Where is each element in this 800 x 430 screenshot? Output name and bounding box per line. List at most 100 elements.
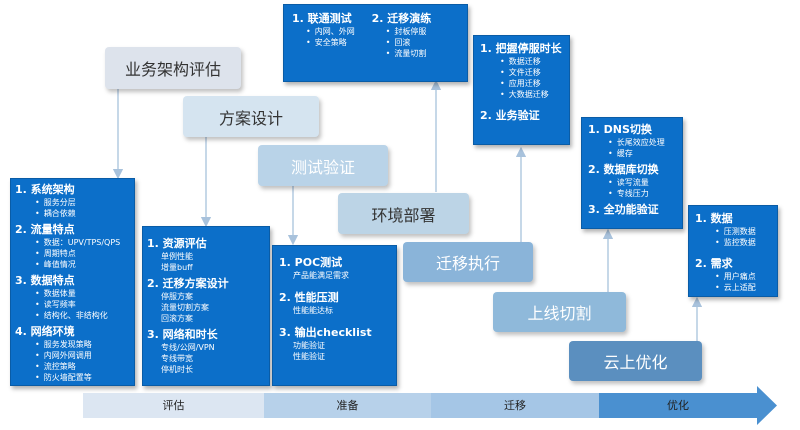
group-item: 读写频率 [15, 299, 130, 310]
phase-label-migrate: 迁移 [504, 399, 526, 412]
list-item: 回滚 [372, 37, 459, 48]
group-list: 1. DNS切换长尾效应处理缓存2. 数据库切换读写流量专线压力3. 全功能验证 [588, 122, 676, 217]
phase-label-assess: 评估 [162, 399, 185, 412]
group: 4. 网络环境服务发现策略内网外网调用流控策略防火墙配置等 [15, 324, 130, 383]
stage-migration-execution: 迁移执行 [403, 242, 533, 282]
deploy-details-box: 1. 联通测试 内网、外网安全策略 2. 迁移演练 封板停服回滚流量切割 [283, 4, 468, 82]
group-item: 应用迁移 [480, 78, 563, 89]
list-item: 安全策略 [292, 37, 372, 48]
group: 1. POC测试产品能满足需求 [279, 255, 390, 281]
stage-label: 云上优化 [603, 353, 668, 372]
list-item: 封板停服 [372, 26, 459, 37]
group-title: 3. 输出checklist [279, 326, 372, 339]
group-title: 1. POC测试 [279, 256, 343, 269]
deploy-col-1: 1. 联通测试 内网、外网安全策略 [292, 11, 372, 75]
stage-business-assessment: 业务架构评估 [105, 47, 241, 89]
group: 2. 迁移方案设计停服方案流量切割方案回滚方案 [147, 276, 265, 324]
group-item: 耦合依赖 [15, 208, 130, 219]
group-title: 3. 网络和时长 [147, 328, 218, 341]
deploy-col-2: 2. 迁移演练 封板停服回滚流量切割 [372, 11, 459, 75]
group-item: 内网外网调用 [15, 350, 130, 361]
group-item: 数据体量 [15, 288, 130, 299]
group-item: 服务分层 [15, 197, 130, 208]
group-list: 1. 数据压测数据监控数据 2. 需求用户痛点云上适配 [695, 211, 771, 293]
group-title: 3. 数据特点 [15, 274, 75, 287]
group-title: 2. 迁移演练 [371, 12, 432, 25]
group-title: 1. 把握停服时长 [480, 42, 562, 55]
group-item: 功能验证 [293, 341, 325, 350]
group-title: 2. 业务验证 [480, 109, 540, 122]
group-item: 周期特点 [15, 248, 130, 259]
group-item: 数据：UPV/TPS/QPS [15, 237, 130, 248]
group-item: 专线压力 [588, 188, 676, 199]
group-item: 停服方案 [161, 292, 193, 301]
group: 1. 数据压测数据监控数据 [695, 211, 771, 248]
stage-environment-deploy: 环境部署 [338, 193, 469, 234]
group-item: 监控数据 [695, 237, 771, 248]
group-item: 单例性能 [161, 252, 193, 261]
phase-label-optimize: 优化 [667, 399, 689, 412]
group: 2. 需求用户痛点云上适配 [695, 256, 771, 293]
group-title: 4. 网络环境 [15, 325, 75, 338]
phase-label-prepare: 准备 [336, 399, 359, 412]
group-item: 专线带宽 [161, 354, 193, 363]
group-item: 结构化、非结构化 [15, 310, 130, 321]
group: 2. 数据库切换读写流量专线压力 [588, 162, 676, 199]
group-title: 2. 需求 [695, 257, 733, 270]
cutover-details-box: 1. DNS切换长尾效应处理缓存2. 数据库切换读写流量专线压力3. 全功能验证 [581, 117, 683, 229]
group: 2. 业务验证 [480, 108, 563, 123]
stage-test-verification: 测试验证 [258, 145, 388, 186]
group-title: 1. 数据 [695, 212, 733, 225]
group-item: 性能验证 [293, 352, 325, 361]
group-title: 1. 联通测试 [292, 12, 352, 25]
group: 3. 输出checklist 功能验证性能验证 [279, 325, 390, 362]
group-title: 2. 数据库切换 [588, 163, 659, 176]
group-item: 用户痛点 [695, 271, 771, 282]
stage-label: 业务架构评估 [124, 60, 221, 79]
stage-solution-design: 方案设计 [183, 96, 319, 137]
group-title: 2. 性能压测 [279, 291, 339, 304]
stage-label: 环境部署 [371, 205, 436, 225]
group-item: 大数据迁移 [480, 89, 563, 100]
group: 1. 系统架构服务分层耦合依赖 [15, 182, 130, 219]
stage-label: 方案设计 [218, 108, 283, 128]
group-item: 防火墙配置等 [15, 372, 130, 383]
group: 1. 把握停服时长数据迁移文件迁移应用迁移大数据迁移 [480, 41, 563, 100]
item-list: 封板停服回滚流量切割 [372, 26, 459, 59]
group-title: 3. 全功能验证 [588, 203, 659, 216]
group-list: 1. POC测试产品能满足需求 2. 性能压测性能能达标 3. 输出checklis… [279, 255, 390, 362]
optimize-details-box: 1. 数据压测数据监控数据 2. 需求用户痛点云上适配 [688, 205, 778, 297]
stage-label: 迁移执行 [435, 254, 500, 273]
group-list: 1. 把握停服时长数据迁移文件迁移应用迁移大数据迁移 2. 业务验证 [480, 41, 563, 123]
item-list: 内网、外网安全策略 [292, 26, 372, 48]
group: 3. 数据特点数据体量读写频率结构化、非结构化 [15, 273, 130, 321]
group-title: 2. 迁移方案设计 [147, 277, 229, 290]
stage-cloud-optimization: 云上优化 [569, 341, 702, 381]
migrate-details-box: 1. 把握停服时长数据迁移文件迁移应用迁移大数据迁移 2. 业务验证 [473, 35, 570, 145]
group-item: 文件迁移 [480, 67, 563, 78]
list-item: 流量切割 [372, 48, 459, 59]
stage-label: 上线切割 [527, 304, 592, 323]
stage-label: 测试验证 [290, 157, 355, 177]
group-title: 2. 流量特点 [15, 223, 75, 236]
group: 3. 全功能验证 [588, 202, 676, 217]
group: 2. 流量特点数据：UPV/TPS/QPS周期特点峰值情况 [15, 222, 130, 270]
group-item: 流量切割方案 [161, 303, 209, 312]
assess-details-box: 1. 系统架构服务分层耦合依赖2. 流量特点数据：UPV/TPS/QPS周期特点… [10, 178, 135, 386]
group-item: 数据迁移 [480, 56, 563, 67]
group-list: 1. 系统架构服务分层耦合依赖2. 流量特点数据：UPV/TPS/QPS周期特点… [15, 182, 130, 383]
group-item: 长尾效应处理 [588, 137, 676, 148]
group: 1. DNS切换长尾效应处理缓存 [588, 122, 676, 159]
group-item: 云上适配 [695, 282, 771, 293]
group-item: 读写流量 [588, 177, 676, 188]
group: 2. 性能压测性能能达标 [279, 290, 390, 316]
test-details-box: 1. POC测试产品能满足需求 2. 性能压测性能能达标 3. 输出checklis… [272, 245, 397, 386]
stage-go-live-cutover: 上线切割 [493, 292, 626, 332]
group-item: 专线/公网/VPN [161, 343, 215, 352]
list-item: 内网、外网 [292, 26, 372, 37]
group-item: 回滚方案 [161, 314, 193, 323]
group-item: 流控策略 [15, 361, 130, 372]
group-item: 峰值情况 [15, 259, 130, 270]
group-item: 缓存 [588, 148, 676, 159]
